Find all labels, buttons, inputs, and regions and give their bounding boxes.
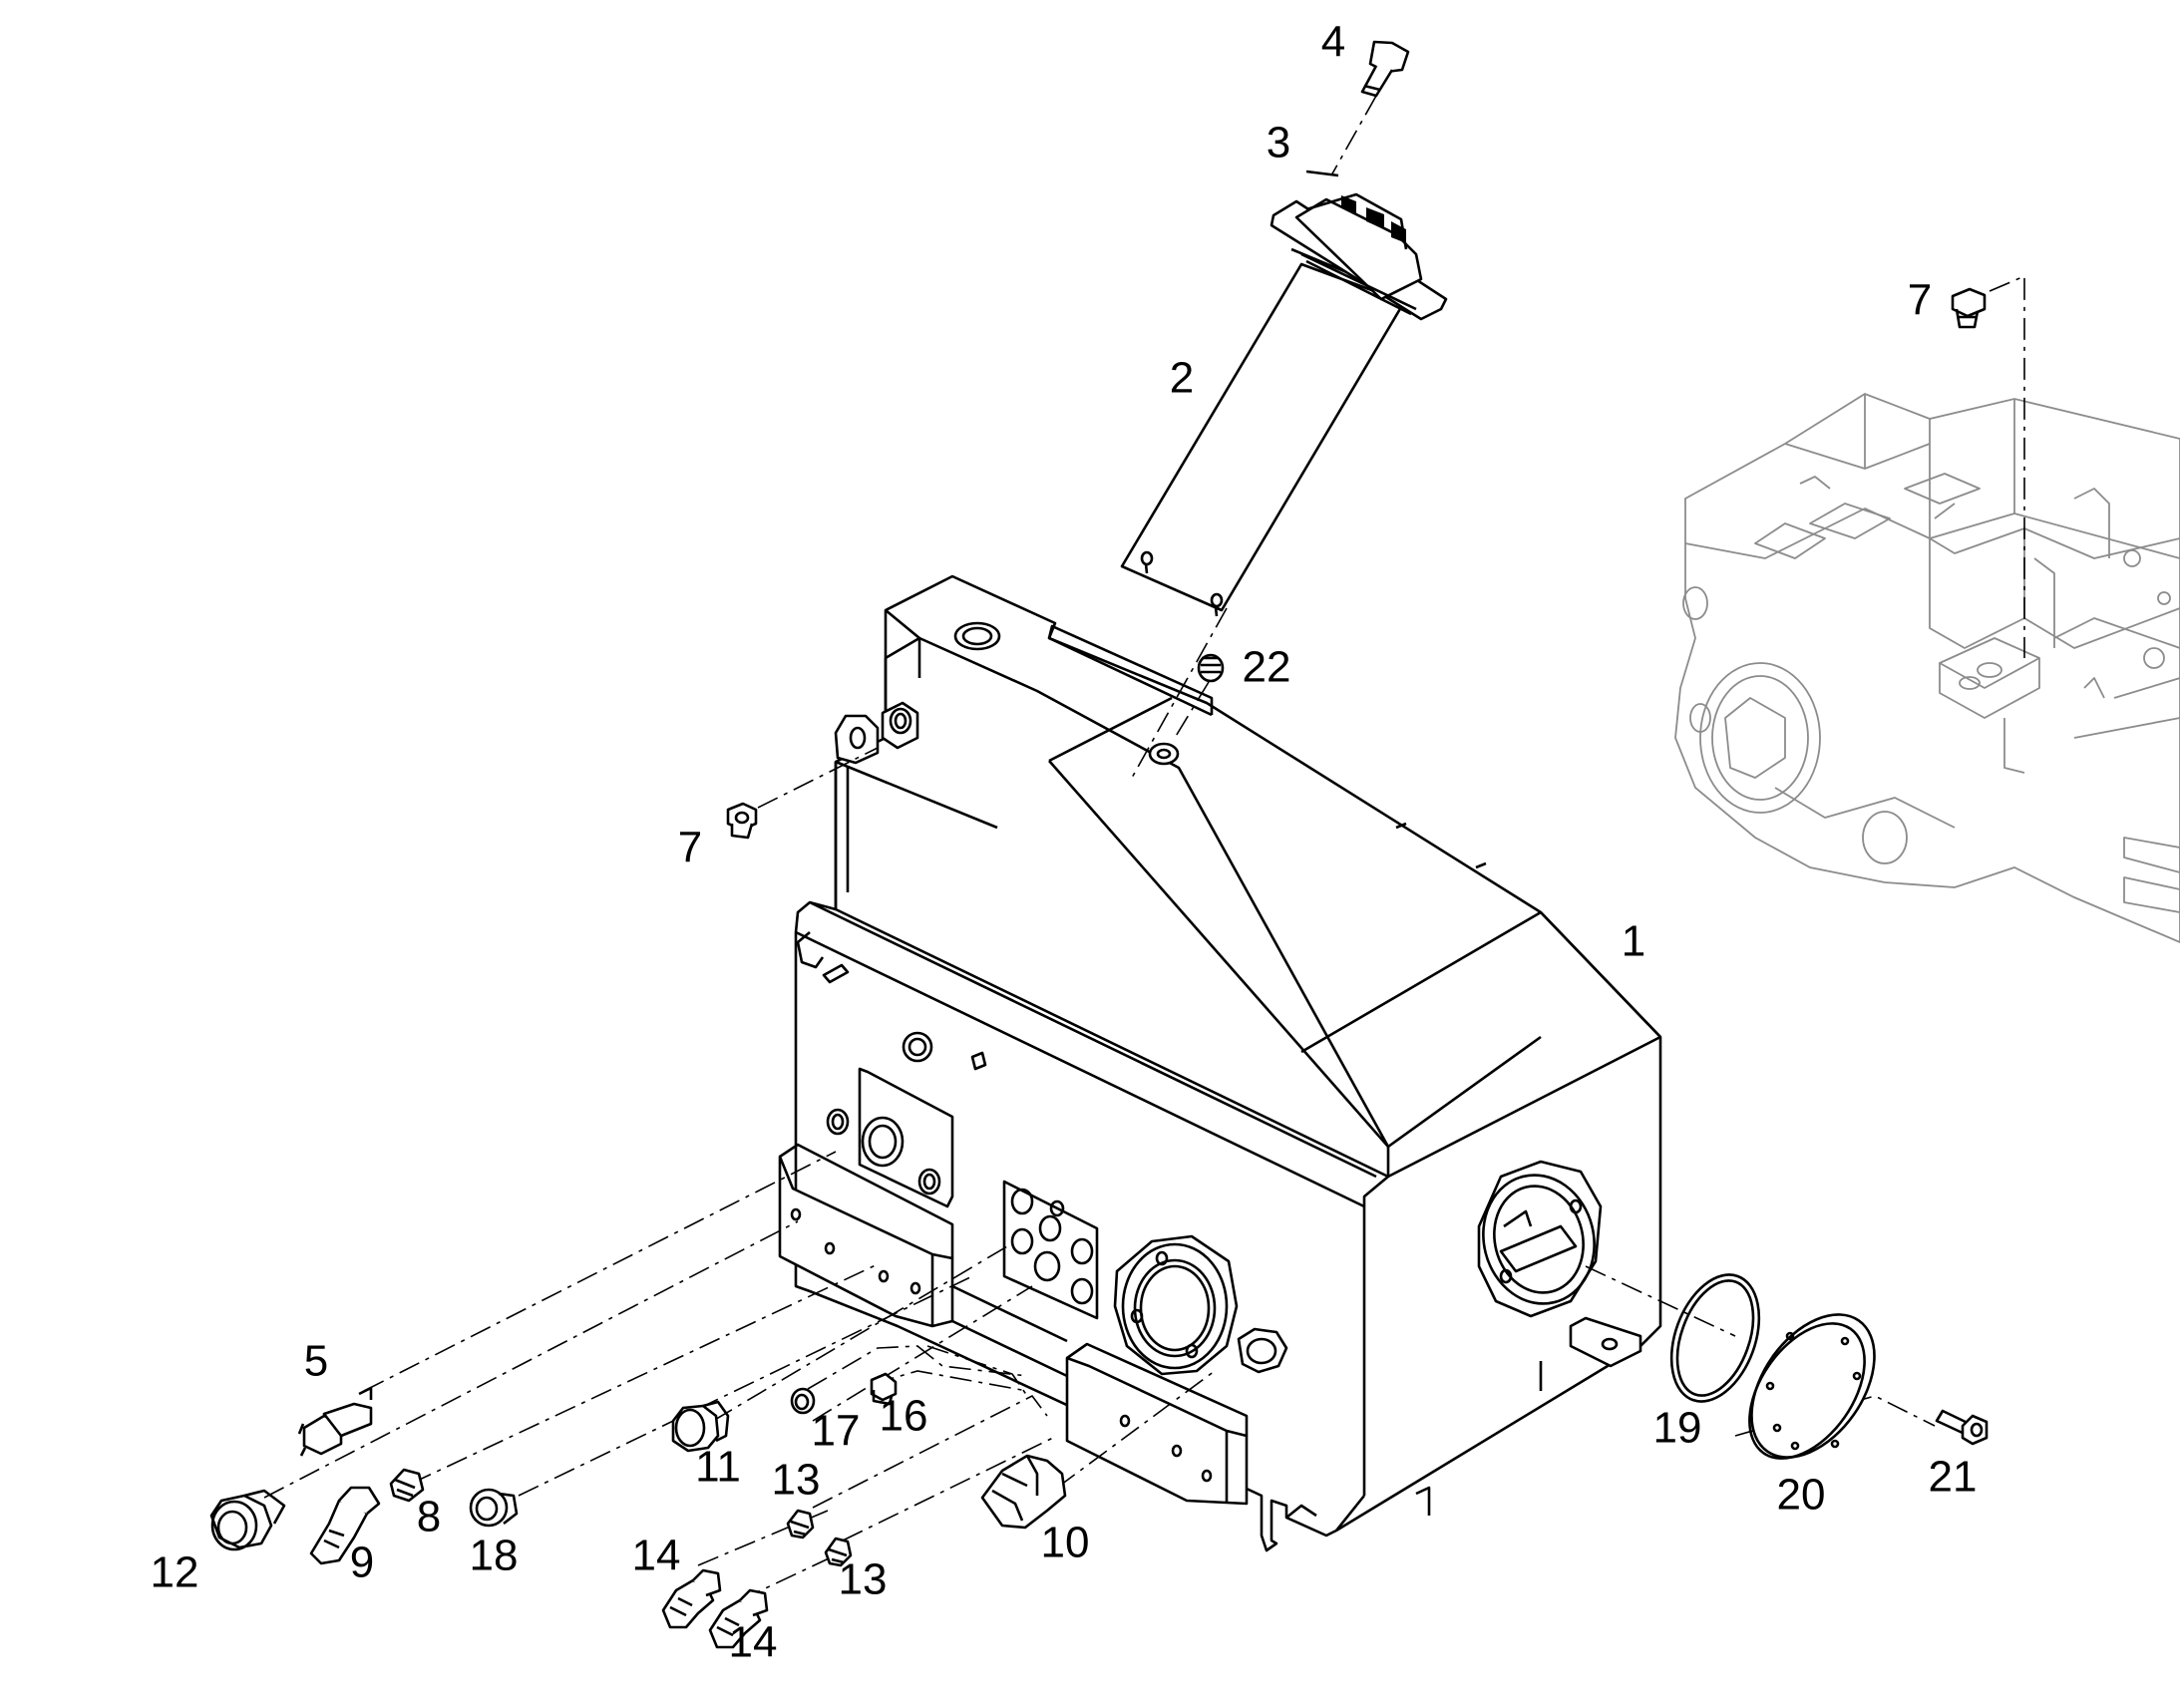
elbow-fitting-9	[309, 1486, 381, 1565]
callout-3: 3	[1267, 119, 1290, 168]
elbow-adapter-10	[980, 1454, 1067, 1530]
callout-11: 11	[695, 1443, 741, 1492]
callout-16: 16	[880, 1392, 928, 1441]
cover-20	[1748, 1313, 1876, 1460]
pressure-switch-5	[297, 1386, 373, 1457]
callout-7-tank: 7	[678, 824, 702, 872]
callout-22: 22	[1243, 643, 1291, 692]
callout-14b: 14	[729, 1618, 778, 1667]
callout-18: 18	[470, 1532, 519, 1580]
callout-labels: 4 3 2 22 7 7 1 5 12 9 8 18 11 17 16 13 1…	[151, 18, 1978, 1667]
callout-4: 4	[1321, 18, 1345, 67]
plug-18	[469, 1488, 519, 1528]
fitting-12	[209, 1489, 286, 1551]
oring-19	[1669, 1273, 1761, 1403]
bolt-4	[1360, 40, 1410, 98]
nipple-13b	[824, 1537, 853, 1567]
elbow-fitting-14b	[708, 1588, 769, 1649]
nipple-13a	[786, 1509, 815, 1539]
hydraulic-tank	[778, 574, 1662, 1552]
callout-20: 20	[1777, 1471, 1826, 1520]
bolt-21	[1935, 1409, 1989, 1446]
oring-3	[1305, 170, 1339, 177]
callout-19: 19	[1653, 1404, 1702, 1453]
bolt-7-tank	[726, 747, 879, 840]
callout-17: 17	[812, 1407, 861, 1456]
callout-12: 12	[151, 1548, 199, 1597]
callout-7-frame: 7	[1908, 276, 1932, 325]
plug-17	[790, 1387, 816, 1415]
callout-14a: 14	[632, 1532, 681, 1580]
bolt-7-frame	[1951, 274, 2025, 658]
plug-16	[870, 1372, 898, 1406]
callout-13b: 13	[839, 1555, 888, 1604]
filter-element	[1120, 192, 1448, 617]
callout-1: 1	[1622, 917, 1645, 966]
breather-22	[1174, 653, 1225, 739]
machine-frame-ghost	[1674, 392, 2180, 943]
fitting-11	[671, 1400, 730, 1453]
elbow-fitting-14a	[661, 1568, 722, 1629]
callout-13a: 13	[772, 1456, 821, 1505]
callout-2: 2	[1170, 354, 1194, 403]
callout-8: 8	[417, 1493, 441, 1541]
nipple-8	[389, 1468, 425, 1503]
callout-21: 21	[1929, 1453, 1978, 1502]
callout-10: 10	[1041, 1519, 1090, 1567]
callout-5: 5	[304, 1337, 328, 1386]
callout-9: 9	[350, 1538, 374, 1587]
